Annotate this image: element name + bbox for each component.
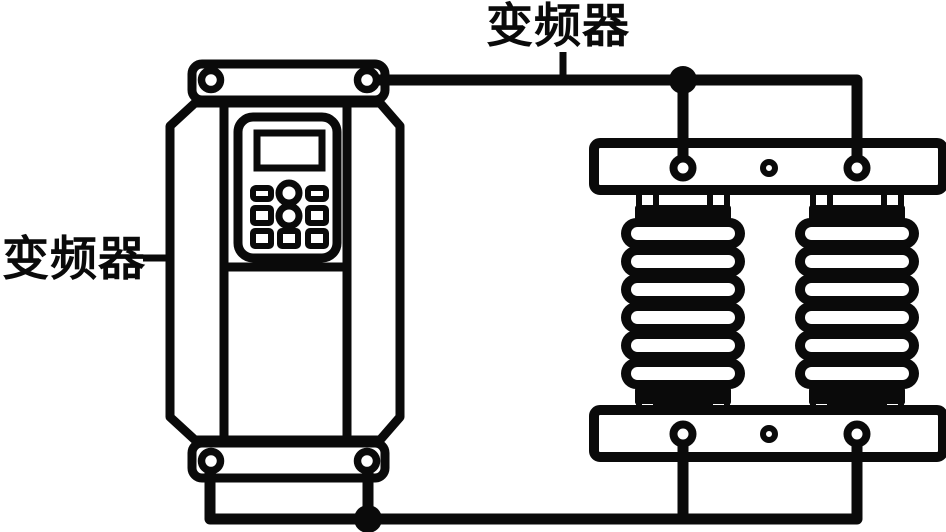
- keypad-button: [250, 205, 274, 226]
- label-inverter-top: 变频器: [486, 0, 630, 52]
- junction-dot-top: [669, 66, 697, 94]
- display-screen: [253, 129, 326, 172]
- mounting-screw-bottom-right: [353, 447, 381, 475]
- bottom-bus-wire: [204, 428, 863, 525]
- keypad-button: [275, 202, 303, 230]
- control-panel: [233, 112, 342, 263]
- rail-hole-top: [760, 159, 778, 177]
- junction-dot-bottom: [354, 505, 382, 532]
- bottom-mounting-bracket: [187, 438, 390, 483]
- inverter-unit: [165, 59, 405, 483]
- keypad-button: [250, 228, 274, 249]
- labels: 变频器 变频器: [2, 0, 630, 285]
- top-bus-wire: [378, 74, 863, 174]
- keypad-button: [305, 185, 329, 202]
- keypad-button: [275, 179, 303, 207]
- keypad-button: [250, 185, 274, 202]
- terminal-bottom-left: [669, 420, 697, 448]
- keypad-button: [277, 228, 301, 249]
- mounting-screw-top-left: [197, 66, 225, 94]
- reactor-coil-left: [621, 189, 745, 420]
- rail-hole-bottom: [760, 425, 778, 443]
- reactor-coil-right: [795, 189, 919, 420]
- terminal-top-left: [669, 154, 697, 182]
- mounting-screw-top-right: [353, 66, 381, 94]
- mounting-screw-bottom-left: [197, 447, 225, 475]
- keypad-button: [305, 205, 329, 226]
- reactor-terminals: [669, 154, 871, 448]
- label-inverter-left: 变频器: [2, 232, 146, 285]
- keypad-button: [305, 228, 329, 249]
- terminal-bottom-right: [843, 420, 871, 448]
- reactor-unit: [589, 138, 946, 462]
- terminal-top-right: [843, 154, 871, 182]
